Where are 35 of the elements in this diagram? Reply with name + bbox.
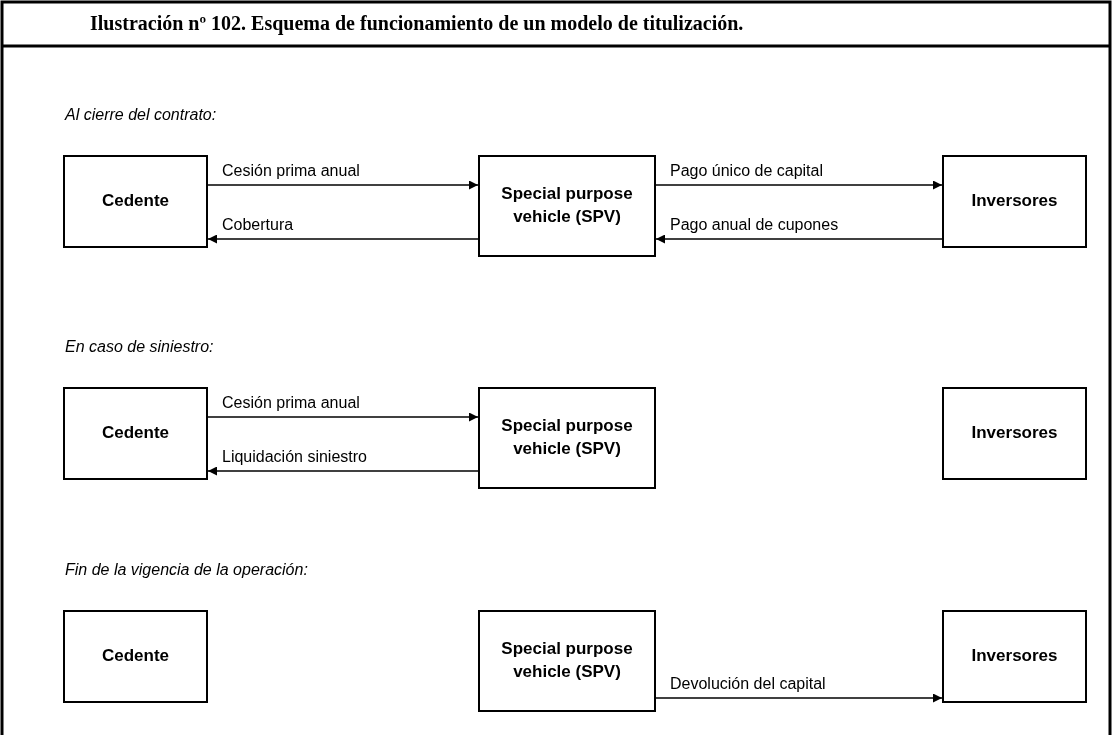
- arrow: [207, 180, 479, 190]
- node-label: Special purpose vehicle (SPV): [500, 415, 634, 460]
- arrow: [655, 234, 943, 244]
- node-label: Cedente: [101, 190, 170, 213]
- vehicle-box: [478, 155, 656, 257]
- edge-label: Pago único de capital: [668, 162, 825, 180]
- diagram-title: Ilustración nº 102. Esquema de funcionamiento de un modelo de titulización.: [90, 12, 744, 35]
- section-heading: En caso de siniestro:: [65, 338, 214, 356]
- party-box: [63, 387, 208, 480]
- party-box: [942, 155, 1087, 248]
- node-label: Inversores: [971, 645, 1058, 668]
- arrow: [207, 466, 479, 476]
- vehicle-box: [478, 610, 656, 712]
- arrow: [655, 180, 943, 190]
- node-label: Inversores: [971, 422, 1058, 445]
- edge-label: Pago anual de cupones: [668, 216, 841, 234]
- edge-label: Devolución del capital: [668, 675, 828, 693]
- arrow: [655, 693, 943, 703]
- party-box: [63, 155, 208, 248]
- node-label: Special purpose vehicle (SPV): [500, 183, 634, 228]
- arrow: [207, 234, 479, 244]
- node-label: Cedente: [101, 645, 170, 668]
- section-heading: Al cierre del contrato:: [65, 106, 217, 124]
- section-heading: Fin de la vigencia de la operación:: [65, 561, 308, 579]
- vehicle-box: [478, 387, 656, 489]
- edge-label: Cesión prima anual: [220, 394, 362, 412]
- arrow: [207, 412, 479, 422]
- edge-label: Liquidación siniestro: [220, 448, 369, 466]
- node-label: Cedente: [101, 422, 170, 445]
- party-box: [63, 610, 208, 703]
- node-label: Inversores: [971, 190, 1058, 213]
- party-box: [942, 387, 1087, 480]
- edge-label: Cesión prima anual: [220, 162, 362, 180]
- party-box: [942, 610, 1087, 703]
- node-label: Special purpose vehicle (SPV): [500, 638, 634, 683]
